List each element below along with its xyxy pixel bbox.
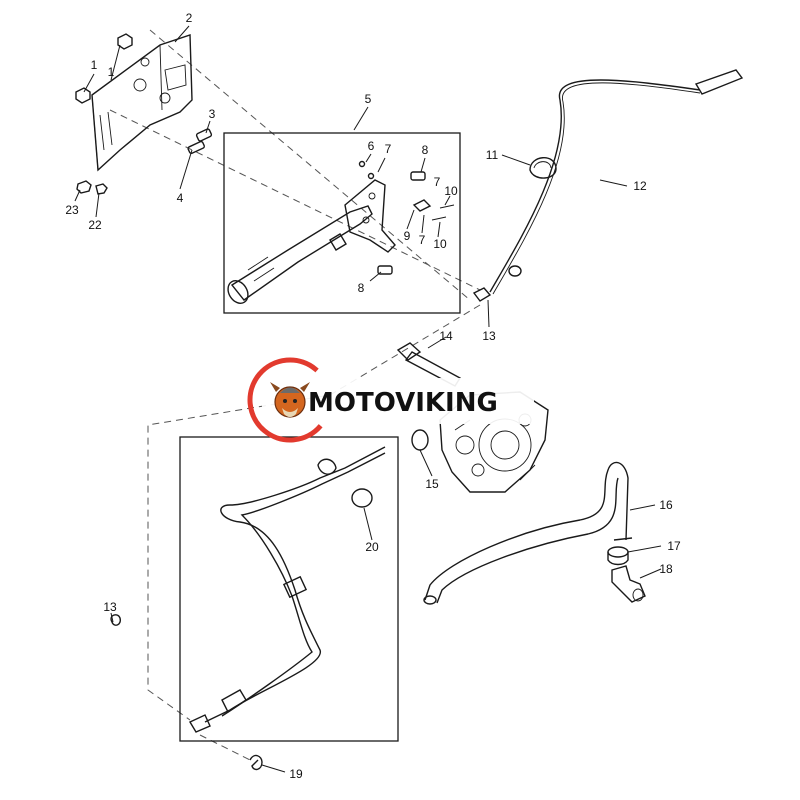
- callout-9: 9: [404, 229, 411, 243]
- screw-6: [358, 160, 366, 168]
- fitting-17: [607, 546, 629, 566]
- callout-7: 7: [434, 175, 441, 189]
- callout-10: 10: [444, 184, 458, 198]
- lever-assembly-frame: [223, 132, 461, 314]
- parking-brake-lever: [227, 179, 396, 304]
- callout-10: 10: [433, 237, 447, 251]
- callout-1: 1: [91, 58, 98, 72]
- nut-1-upper: [117, 33, 133, 50]
- callout-16: 16: [659, 498, 673, 512]
- callout-22: 22: [88, 218, 102, 232]
- clip-19: [249, 754, 263, 771]
- callout-7: 7: [385, 142, 392, 156]
- callout-19: 19: [289, 767, 303, 781]
- callout-14: 14: [439, 329, 453, 343]
- bracket-hardware: [75, 33, 213, 195]
- brand-watermark-text: MOTOVIKING: [308, 388, 498, 418]
- callout-8: 8: [358, 281, 365, 295]
- leader-lines: [74, 25, 662, 773]
- brake-cable-lower: [189, 446, 386, 733]
- switch-9: [412, 199, 432, 212]
- clip-13-upper: [472, 287, 492, 302]
- callout-13: 13: [103, 600, 117, 614]
- o-ring-15: [411, 429, 429, 451]
- callout-23: 23: [65, 203, 79, 217]
- callout-4: 4: [177, 191, 184, 205]
- callout-17: 17: [667, 539, 681, 553]
- callout-2: 2: [186, 11, 193, 25]
- callout-20: 20: [365, 540, 379, 554]
- pin-4: [187, 140, 205, 155]
- screw-7: [367, 172, 375, 180]
- callout-7: 7: [419, 233, 426, 247]
- assembly-guide-lines: [109, 29, 481, 761]
- pin-8-upper: [410, 171, 426, 181]
- hose-16: [423, 461, 633, 605]
- pin-8-lower: [377, 265, 393, 275]
- callout-11: 11: [486, 148, 499, 162]
- callout-12: 12: [633, 179, 647, 193]
- brake-cable-upper: [472, 69, 744, 302]
- viking-logo-icon: [270, 382, 310, 418]
- callout-6: 6: [368, 139, 375, 153]
- callout-1: 1: [108, 65, 115, 79]
- lower-cable-frame: [179, 436, 399, 742]
- washer-23: [76, 180, 92, 194]
- nut-22: [95, 183, 108, 195]
- lever-hardware: [358, 160, 455, 275]
- pin-3: [195, 128, 213, 142]
- callout-labels: 2 1 1 3 4 5 6 7 8 7 10 9 7 10 8 11 12 13…: [65, 11, 681, 781]
- callout-5: 5: [365, 92, 372, 106]
- nut-1-lower: [75, 87, 91, 104]
- callout-13: 13: [482, 329, 496, 343]
- clamp-20: [351, 488, 373, 508]
- screws-10: [431, 204, 455, 221]
- clamp-11: [529, 157, 557, 179]
- watermark: MOTOVIKING: [247, 357, 534, 443]
- callout-15: 15: [425, 477, 439, 491]
- callout-18: 18: [659, 562, 673, 576]
- callout-8: 8: [422, 143, 429, 157]
- mounting-bracket: [91, 34, 193, 172]
- elbow-fitting-18: [611, 565, 646, 603]
- watermark-ring: [247, 357, 333, 443]
- callout-3: 3: [209, 107, 216, 121]
